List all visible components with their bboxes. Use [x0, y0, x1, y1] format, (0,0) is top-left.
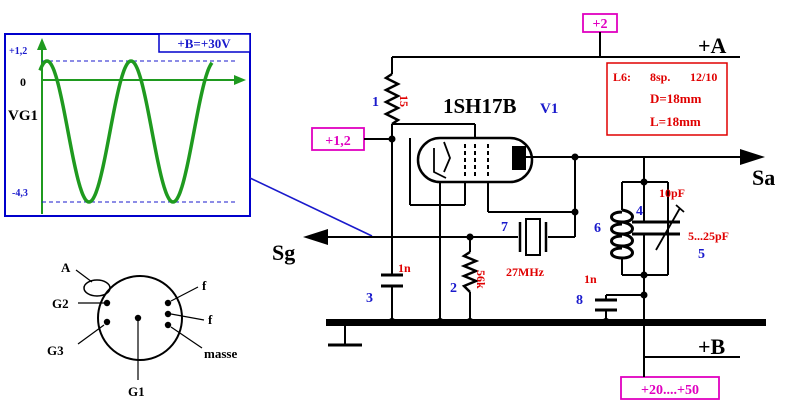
pinout-anode-cap — [83, 279, 111, 297]
tube-1sh17b — [416, 136, 534, 184]
inductor-l6 — [610, 208, 634, 260]
wave-label-zero: 0 — [20, 75, 26, 89]
tube-pinout: A G2 G3 G1 f f masse — [47, 260, 237, 399]
wave-y-arrow — [37, 38, 47, 50]
pin-g1 — [134, 314, 142, 322]
r1-number: 1 — [372, 95, 379, 110]
resistor-r1 — [383, 72, 401, 126]
tube-name: 1SH17B — [443, 94, 517, 118]
pin-label-f1: f — [202, 278, 207, 293]
pin-label-f2: f — [208, 312, 213, 327]
pin-label-g1: G1 — [128, 384, 145, 399]
wave-label-ymax: +1,2 — [9, 46, 27, 57]
supply-box — [158, 33, 251, 53]
coil-note-length: L=18mm — [650, 114, 701, 129]
label-sa: Sa — [752, 165, 775, 190]
waveform-inset: +B=+30V +1,2 0 VG1 -4,3 — [4, 33, 373, 237]
c8-value: 1n — [584, 272, 597, 286]
c5-trim-arrow — [655, 207, 681, 251]
junction-dots — [388, 135, 648, 326]
coil-note-box — [606, 62, 728, 136]
arrow-sa — [740, 149, 765, 165]
c8-number: 8 — [576, 293, 583, 308]
wave-label-axis: VG1 — [8, 108, 38, 124]
tag-b-range: +20....+50 — [641, 383, 699, 398]
supply-label: +B=+30V — [177, 36, 231, 51]
pin-f2 — [164, 310, 172, 318]
c3-number: 3 — [366, 291, 373, 306]
coil-note-turns: 8sp. — [650, 70, 670, 84]
c4-value: 10pF — [659, 186, 685, 200]
tube-ref: V1 — [540, 101, 558, 117]
c4-number: 4 — [636, 204, 643, 219]
tag-b-range-box — [620, 376, 720, 400]
label-plus-a: +A — [698, 33, 727, 58]
coil-note-diameter: D=18mm — [650, 91, 702, 106]
pin-label-g2: G2 — [52, 296, 69, 311]
label-sg: Sg — [272, 240, 295, 265]
r2-value: 56k — [474, 270, 488, 289]
pin-g3 — [103, 318, 111, 326]
tube-filament — [443, 141, 451, 173]
pin-label-g3: G3 — [47, 343, 64, 358]
tube-cathode — [433, 148, 447, 179]
wave-x-arrow — [234, 75, 246, 85]
r1-value: 15 — [397, 95, 411, 107]
tube-plate — [512, 146, 526, 170]
pin-label-a: A — [61, 260, 71, 275]
r2-number: 2 — [450, 281, 457, 296]
xtal-body — [525, 218, 541, 256]
ground-bus — [326, 319, 766, 326]
pin-g2 — [103, 299, 111, 307]
c3-value: 1n — [398, 261, 411, 275]
x7-value: 27MHz — [506, 265, 545, 279]
pin-masse — [164, 321, 172, 329]
l6-number: 6 — [594, 221, 601, 236]
waveform-pointer-line — [249, 177, 373, 237]
coil-note-wire: 12/10 — [690, 70, 717, 84]
pin-f1 — [164, 299, 172, 307]
x7-number: 7 — [501, 220, 508, 235]
tag-plus2: +2 — [593, 17, 608, 32]
c5-value: 5...25pF — [688, 229, 729, 243]
c5-number: 5 — [698, 247, 705, 262]
waveform-sine — [38, 59, 214, 204]
pin-label-masse: masse — [204, 346, 237, 361]
wiring — [328, 56, 740, 377]
coil-note-l6: L6: — [613, 70, 631, 84]
wave-label-ymin: -4,3 — [12, 188, 28, 199]
tube-grids — [464, 144, 489, 176]
arrow-sg — [303, 229, 328, 245]
resistor-r2 — [460, 250, 480, 293]
tag-plus1-2: +1,2 — [325, 134, 350, 149]
label-plus-b: +B — [698, 334, 726, 359]
